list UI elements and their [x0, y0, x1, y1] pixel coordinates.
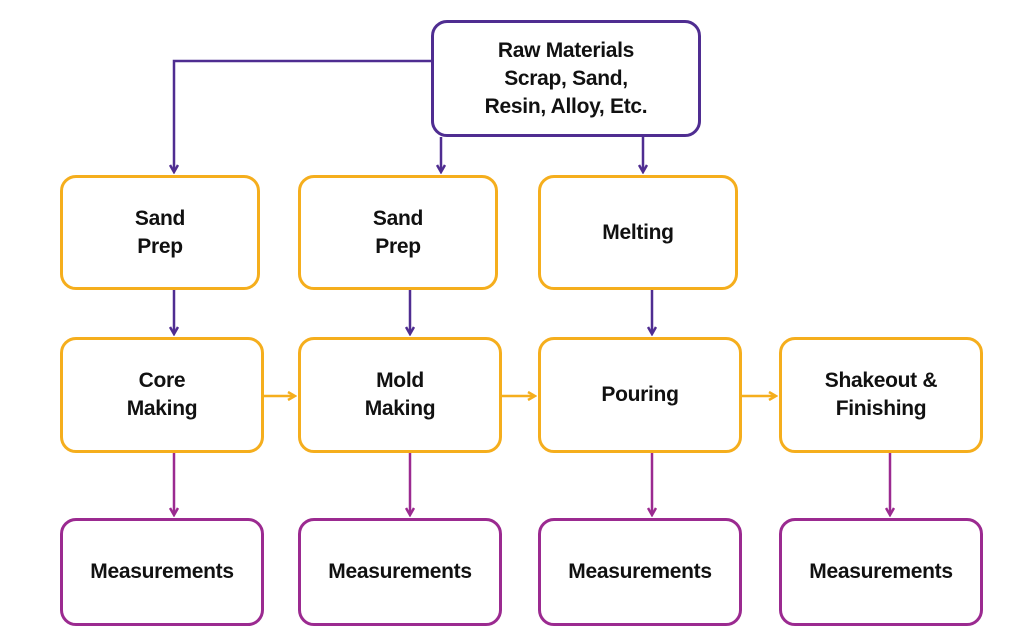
- mold-making-label: Mold Making: [364, 369, 436, 420]
- measurements-label: Measurements: [809, 560, 953, 583]
- mold-making-node: Mold Making: [298, 337, 502, 453]
- sand-prep-core-label: Sand Prep: [134, 206, 186, 258]
- raw-materials-label: Raw Materials Scrap, Sand, Resin, Alloy,…: [484, 38, 648, 118]
- sand-prep-core-node: Sand Prep: [60, 175, 260, 290]
- measurements-node-mold: Measurements: [298, 518, 502, 626]
- core-making-node: Core Making: [60, 337, 264, 453]
- measurements-node-core: Measurements: [60, 518, 264, 626]
- arrow-raw-to-sand-prep-core: [174, 59, 431, 172]
- shakeout-finishing-label: Shakeout & Finishing: [824, 369, 938, 420]
- raw-materials-node: Raw Materials Scrap, Sand, Resin, Alloy,…: [431, 20, 701, 137]
- measurements-label: Measurements: [568, 560, 712, 583]
- measurements-label: Measurements: [90, 560, 234, 583]
- core-making-label: Core Making: [126, 369, 198, 420]
- pouring-label: Pouring: [601, 383, 679, 406]
- melting-label: Melting: [602, 220, 674, 244]
- measurements-label: Measurements: [328, 560, 472, 583]
- sand-prep-mold-node: Sand Prep: [298, 175, 498, 290]
- pouring-node: Pouring: [538, 337, 742, 453]
- melting-node: Melting: [538, 175, 738, 290]
- shakeout-finishing-node: Shakeout & Finishing: [779, 337, 983, 453]
- measurements-node-pouring: Measurements: [538, 518, 742, 626]
- measurements-node-shakeout: Measurements: [779, 518, 983, 626]
- sand-prep-mold-label: Sand Prep: [372, 206, 424, 258]
